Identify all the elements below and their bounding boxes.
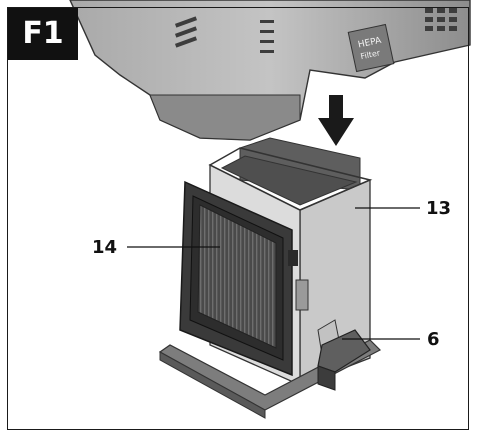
device-upper-body <box>69 0 471 141</box>
figure-tag: F1 <box>8 8 78 60</box>
vent-slots <box>174 8 457 53</box>
hepa-label: HEPA <box>357 36 383 51</box>
callout-14: 14 <box>92 237 118 258</box>
callout-6: 6 <box>427 329 440 350</box>
insert-direction-arrow <box>318 95 354 146</box>
figure-frame <box>7 7 469 430</box>
release-latch <box>317 319 371 391</box>
filter-label: Filter <box>360 48 382 61</box>
filter-element <box>179 180 309 377</box>
callout-13: 13 <box>426 198 452 219</box>
hepa-badge <box>347 23 395 73</box>
